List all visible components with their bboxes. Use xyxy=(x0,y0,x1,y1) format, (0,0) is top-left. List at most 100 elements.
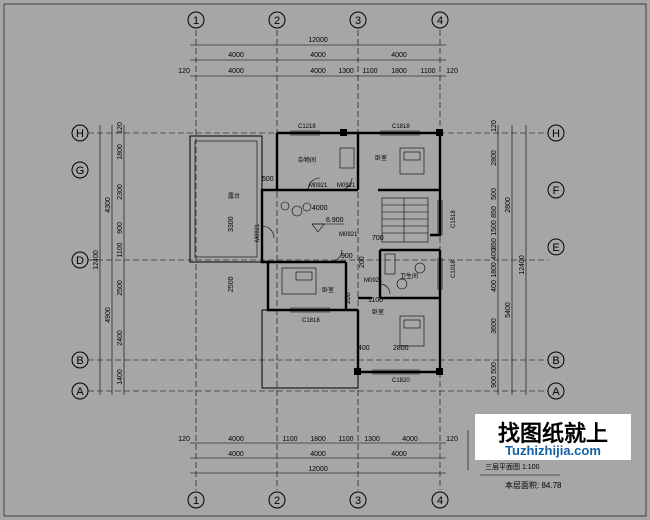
dim-right-inner-10: 3600 xyxy=(491,318,498,334)
inner-dim-2800: 2800 xyxy=(393,345,409,352)
dim-top-row3-4: 1300 xyxy=(338,68,354,75)
dim-left-inner-8: 1400 xyxy=(117,369,124,385)
room-label-bedroom-2: 卧室 xyxy=(322,286,334,294)
dim-left-inner-2: 1800 xyxy=(117,144,124,160)
dim-left-inner-7: 2400 xyxy=(117,330,124,346)
inner-dim-1100: 1100 xyxy=(368,297,383,304)
desk-icon xyxy=(339,147,355,169)
dim-right-inner-7: 400 xyxy=(491,248,498,260)
bathtub-icon xyxy=(384,253,396,275)
bed-icon xyxy=(281,267,317,295)
window-glazing xyxy=(290,130,443,375)
axis-label-right-b: B xyxy=(552,355,559,367)
dim-right-inner-8: 1800 xyxy=(491,262,498,278)
dim-bottom-total: 12000 xyxy=(308,466,328,473)
room-label-bedroom-1: 卧室 xyxy=(375,154,387,162)
axis-bubbles-top: 1 2 3 4 xyxy=(187,11,449,29)
watermark: 找图纸就上 Tuzhizhijia.com xyxy=(475,414,631,460)
dim-left-inner-5: 1100 xyxy=(117,242,124,257)
dim-left-inner-4: 900 xyxy=(117,222,124,234)
dim-right-mid-2: 5400 xyxy=(505,302,512,318)
chair-icon xyxy=(280,201,290,211)
dim-bottom-row1-8: 120 xyxy=(446,436,458,443)
inner-dim-2500: 2500 xyxy=(228,276,235,292)
watermark-url: Tuzhizhijia.com xyxy=(505,443,601,458)
dim-left-mid-1: 4300 xyxy=(105,197,112,213)
dim-right-inner-4: 850 xyxy=(491,206,498,218)
inner-dim-500: 500 xyxy=(262,176,274,183)
dim-top-total: 12000 xyxy=(308,37,328,44)
section-marks xyxy=(467,430,560,476)
watermark-chinese-text: 找图纸就上 xyxy=(497,421,608,446)
dim-bottom-row1-3: 1100 xyxy=(282,436,297,443)
dim-bottom-row2-3: 4000 xyxy=(391,451,407,458)
window-label-c1818-bottom: C1818 xyxy=(302,318,320,324)
window-label-c1818-top: C1818 xyxy=(392,124,410,130)
axis-label-bottom-1: 1 xyxy=(193,495,199,507)
dim-right-inner-2: 2800 xyxy=(491,150,498,166)
inner-dim-4000: 4000 xyxy=(312,205,328,212)
dim-right-inner-5: 1500 xyxy=(491,220,498,236)
dimensions-bottom: 120 4000 1100 1800 1100 1300 4000 120 40… xyxy=(178,436,458,474)
dim-left-inner-6: 2500 xyxy=(117,280,124,296)
inner-dim-700: 700 xyxy=(372,235,384,242)
axis-bubbles-right: H F E B A xyxy=(547,124,565,400)
dim-top-row2-1: 4000 xyxy=(228,52,244,59)
floor-title: 三层平面图 1:100 xyxy=(485,464,540,471)
window-label-c1018: C1018 xyxy=(451,260,457,278)
dim-bottom-row2-2: 4000 xyxy=(310,451,326,458)
window-label-c1518: C1518 xyxy=(451,210,457,228)
bed-icon xyxy=(399,147,425,175)
washbasin-icon xyxy=(396,278,408,290)
door-label-1: M0921 xyxy=(309,183,328,189)
level-value: 6.900 xyxy=(326,217,344,224)
inner-dim-3300: 3300 xyxy=(228,216,235,232)
dim-right-inner-11: 500 xyxy=(491,362,498,374)
dim-bottom-row2-1: 4000 xyxy=(228,451,244,458)
building-walls xyxy=(260,129,443,375)
dim-right-inner-1: 120 xyxy=(491,120,498,132)
axis-label-bottom-3: 3 xyxy=(355,495,361,507)
axis-label-left-d: D xyxy=(76,255,84,267)
axis-label-right-f: F xyxy=(553,185,560,197)
dim-bottom-row1-1: 120 xyxy=(178,436,190,443)
axis-label-bottom-4: 4 xyxy=(437,495,443,507)
dim-left-outer: 12400 xyxy=(93,250,100,270)
room-label-bedroom-3: 卧室 xyxy=(372,308,384,316)
axis-label-left-g: G xyxy=(76,165,85,177)
inner-dim-900: 900 xyxy=(341,253,353,260)
furniture xyxy=(280,147,426,347)
dim-right-inner-3: 500 xyxy=(491,188,498,200)
chair-icon xyxy=(291,205,303,217)
room-label-terrace: 露台 xyxy=(228,192,240,200)
dim-right-inner-9: 400 xyxy=(491,280,498,292)
axis-grid xyxy=(88,30,548,490)
dim-bottom-row1-2: 4000 xyxy=(228,436,244,443)
dim-left-inner-1: 120 xyxy=(117,122,124,134)
axis-label-right-h: H xyxy=(552,128,560,140)
axis-bubbles-left: H G D B A xyxy=(71,124,89,400)
axis-label-top-2: 2 xyxy=(274,15,280,27)
dim-top-row3-6: 1800 xyxy=(391,68,407,75)
door-label-2: M0921 xyxy=(337,183,356,189)
dim-top-row3-1: 120 xyxy=(178,68,190,75)
dim-bottom-row1-5: 1100 xyxy=(338,436,353,443)
bed-icon xyxy=(399,315,425,347)
dim-right-outer: 12400 xyxy=(519,255,526,275)
dim-top-row3-5: 1100 xyxy=(362,68,377,75)
dim-right-inner-6: 850 xyxy=(491,238,498,250)
dim-left-inner-3: 2300 xyxy=(117,184,124,200)
dim-bottom-row1-6: 1300 xyxy=(364,436,380,443)
dim-top-row3-2: 4000 xyxy=(228,68,244,75)
door-swings xyxy=(261,177,391,295)
chair-icon xyxy=(302,202,312,212)
dim-top-row2-3: 4000 xyxy=(391,52,407,59)
axis-bubbles-bottom: 1 2 3 4 xyxy=(187,491,449,509)
dim-top-row3-3: 4000 xyxy=(310,68,326,75)
staircase xyxy=(381,197,429,243)
dim-bottom-row1-7: 4000 xyxy=(402,436,418,443)
inner-dim-200: 200 xyxy=(345,292,352,304)
axis-label-top-3: 3 xyxy=(355,15,361,27)
